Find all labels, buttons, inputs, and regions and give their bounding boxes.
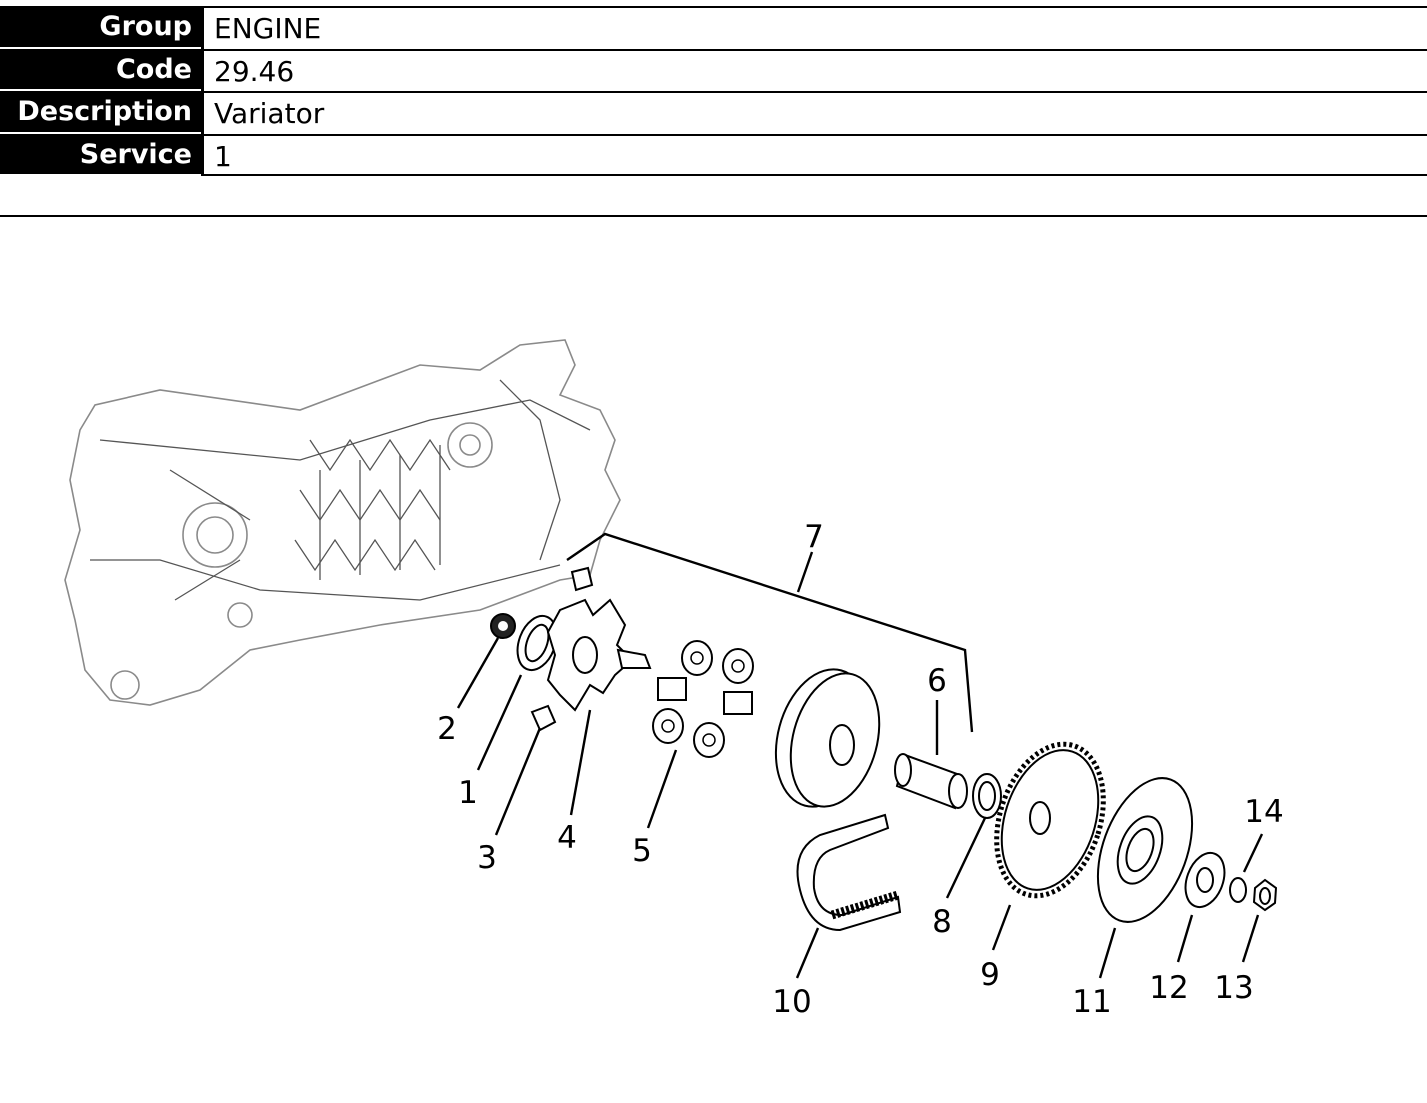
part-12-flange xyxy=(1184,851,1226,909)
description-value: Variator xyxy=(201,91,1427,134)
info-row-description: Description Variator xyxy=(0,91,1427,134)
part-3-sliders xyxy=(530,566,594,732)
callout-12: 12 xyxy=(1149,970,1188,1006)
callout-9: 9 xyxy=(980,957,1000,993)
part-13-nut xyxy=(1252,878,1278,912)
callout-14: 14 xyxy=(1244,794,1283,830)
part-2-bearing xyxy=(490,613,516,639)
callout-11: 11 xyxy=(1072,984,1111,1020)
callout-labels: 1 2 3 4 5 6 7 8 9 10 11 12 13 14 xyxy=(437,519,1284,1020)
part-11-clutch-bell xyxy=(1096,777,1194,923)
description-label: Description xyxy=(0,91,201,134)
part-6-bushing xyxy=(894,753,968,810)
part-5-rollers xyxy=(652,640,754,758)
info-table: Group ENGINE Code 29.46 Description Vari… xyxy=(0,6,1427,176)
code-value: 29.46 xyxy=(201,48,1427,91)
group-bracket-7 xyxy=(566,532,974,733)
callout-7: 7 xyxy=(804,519,824,555)
callout-2: 2 xyxy=(437,711,457,747)
service-label: Service xyxy=(0,133,201,176)
callout-6: 6 xyxy=(927,663,947,699)
part-9-gear xyxy=(994,741,1106,899)
callout-8: 8 xyxy=(932,904,952,940)
code-label: Code xyxy=(0,48,201,91)
callout-13: 13 xyxy=(1214,970,1253,1006)
callout-5: 5 xyxy=(632,833,652,869)
part-1-seal-ring xyxy=(516,614,558,672)
engine-crankcase xyxy=(64,339,621,706)
info-row-group: Group ENGINE xyxy=(0,6,1427,49)
group-value: ENGINE xyxy=(201,6,1427,49)
service-value: 1 xyxy=(201,133,1427,176)
part-10-drive-belt xyxy=(796,813,902,932)
leader-lines xyxy=(456,637,1264,979)
callout-3: 3 xyxy=(477,840,497,876)
callout-1: 1 xyxy=(458,775,478,811)
separator-line xyxy=(0,215,1427,217)
info-row-code: Code 29.46 xyxy=(0,48,1427,91)
part-7-half-pulley xyxy=(774,668,881,808)
group-label: Group xyxy=(0,6,201,49)
callout-4: 4 xyxy=(557,820,577,856)
info-row-service: Service 1 xyxy=(0,133,1427,176)
part-14-washer xyxy=(1229,877,1247,903)
leader-7 xyxy=(796,551,814,593)
callout-10: 10 xyxy=(772,984,811,1020)
part-4-ramp-plate xyxy=(546,598,652,712)
